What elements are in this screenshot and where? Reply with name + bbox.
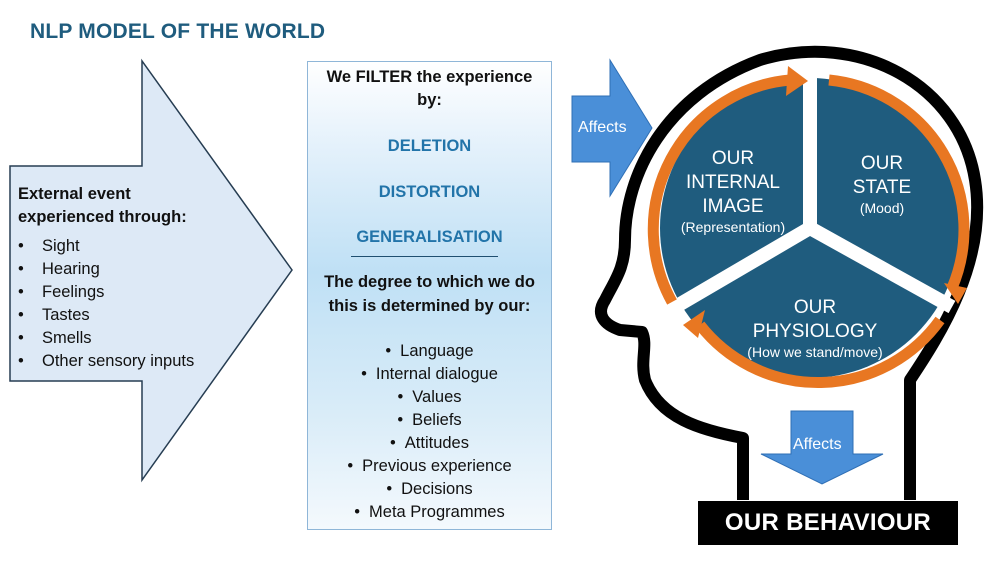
- list-item: •Internal dialogue: [361, 365, 498, 383]
- segment-physiology: OUR PHYSIOLOGY (How we stand/move): [747, 297, 883, 360]
- list-item: Smells: [18, 327, 248, 350]
- list-item: •Values: [397, 388, 462, 406]
- external-event-text: External event experienced through: Sigh…: [18, 183, 248, 373]
- list-item: Other sensory inputs: [18, 350, 248, 373]
- head-outline: [595, 45, 984, 500]
- list-item: Feelings: [18, 281, 248, 304]
- divider: [351, 256, 498, 257]
- list-item: •Meta Programmes: [354, 503, 505, 521]
- list-item: •Language: [385, 342, 474, 360]
- affects-arrow-top: [571, 58, 653, 198]
- list-item: •Attitudes: [390, 434, 469, 452]
- list-item: •Decisions: [386, 480, 473, 498]
- page-title: NLP MODEL OF THE WORLD: [30, 20, 326, 43]
- list-item: Hearing: [18, 258, 248, 281]
- filter-method-distortion: DISTORTION: [378, 183, 481, 201]
- cycle-arrows: [647, 74, 970, 389]
- list-item: Tastes: [18, 304, 248, 327]
- segment-dividers: [666, 70, 956, 317]
- sense-list: Sight Hearing Feelings Tastes Smells Oth…: [18, 235, 248, 373]
- behaviour-box: OUR BEHAVIOUR: [698, 501, 958, 545]
- cycle-arrowheads: [683, 66, 967, 338]
- list-item: •Beliefs: [397, 411, 462, 429]
- list-item: •Previous experience: [347, 457, 512, 475]
- factor-list: •Language •Internal dialogue •Values •Be…: [308, 340, 551, 524]
- filter-method-deletion: DELETION: [387, 137, 472, 155]
- affects-label-bottom: Affects: [793, 436, 842, 453]
- external-event-heading: External event experienced through:: [18, 185, 187, 226]
- list-item: Sight: [18, 235, 248, 258]
- affects-label-top: Affects: [578, 119, 627, 136]
- filter-method-generalisation: GENERALISATION: [356, 228, 503, 246]
- filter-box: We FILTER the experience by: DELETION DI…: [307, 61, 552, 530]
- filter-heading: We FILTER the experience by:: [326, 68, 533, 109]
- segment-internal-image: OUR INTERNAL IMAGE (Representation): [680, 148, 786, 235]
- affects-arrow-bottom: [760, 410, 884, 485]
- filter-subheading: The degree to which we do this is determ…: [324, 273, 535, 315]
- segment-state: OUR STATE (Mood): [852, 153, 912, 216]
